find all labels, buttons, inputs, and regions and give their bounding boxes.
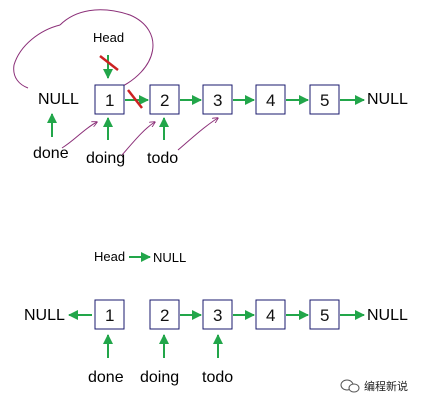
bottom-node-box-1 <box>94 299 125 330</box>
bottom-node-3: 3 <box>213 306 222 325</box>
bottom-node-box-2 <box>149 299 180 330</box>
top-node-1: 1 <box>105 91 114 110</box>
bottom-node-4: 4 <box>266 306 275 325</box>
top-node-box-5 <box>309 84 340 115</box>
top-node-5: 5 <box>320 91 329 110</box>
top-node-box-1 <box>94 84 125 115</box>
bottom-label-doing: doing <box>140 369 179 386</box>
watermark: 编程新说 <box>340 379 408 393</box>
bottom-label-done: done <box>88 369 124 386</box>
top-null-right: NULL <box>367 91 408 108</box>
top-node-box-2 <box>149 84 180 115</box>
top-label-done: done <box>33 145 69 162</box>
top-shift-curve-1 <box>61 122 97 149</box>
bottom-null-left: NULL <box>24 307 65 324</box>
bottom-head-target: NULL <box>153 250 186 265</box>
bottom-node-5: 5 <box>320 306 329 325</box>
top-node-4: 4 <box>266 91 275 110</box>
top-node-box-3 <box>202 84 233 115</box>
top-head-strike <box>99 55 119 71</box>
wechat-icon <box>340 379 360 393</box>
top-diagram: Head NULL 1 2 3 4 5 NULL done doing <box>13 9 408 167</box>
top-label-doing: doing <box>86 150 125 167</box>
top-null-left: NULL <box>38 91 79 108</box>
top-node-2: 2 <box>160 91 169 110</box>
bottom-node-box-5 <box>309 299 340 330</box>
bottom-node-2: 2 <box>160 306 169 325</box>
bottom-head-label: Head <box>94 249 125 264</box>
top-node-box-4 <box>255 84 286 115</box>
bottom-node-box-4 <box>255 299 286 330</box>
top-head-label: Head <box>93 30 124 45</box>
bottom-node-box-3 <box>202 299 233 330</box>
top-label-todo: todo <box>147 150 178 167</box>
bottom-label-todo: todo <box>202 369 233 386</box>
watermark-text: 编程新说 <box>364 379 408 393</box>
top-shift-curve-2 <box>121 122 155 156</box>
bottom-null-right: NULL <box>367 307 408 324</box>
top-node-3: 3 <box>213 91 222 110</box>
bottom-diagram: Head NULL NULL 1 2 3 4 5 NULL done doing… <box>24 249 408 386</box>
top-next-1-2-strike <box>127 89 143 109</box>
top-shift-curve-3 <box>177 118 218 151</box>
bottom-node-1: 1 <box>105 306 114 325</box>
top-loop-curve <box>13 9 154 90</box>
